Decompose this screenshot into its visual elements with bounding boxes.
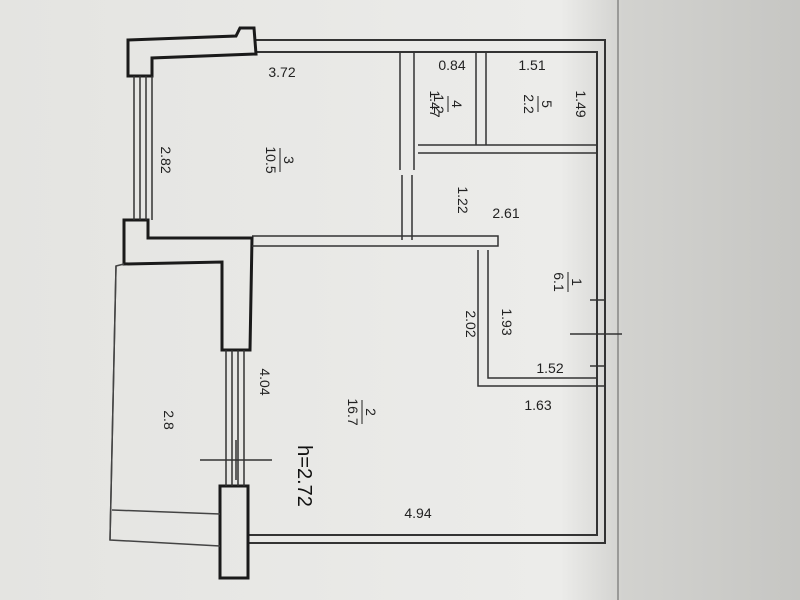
window-top xyxy=(133,76,153,220)
dim-2-02: 2.02 xyxy=(463,310,479,337)
room-number: 4 xyxy=(449,100,465,108)
room-number: 5 xyxy=(539,100,555,108)
window-bottom xyxy=(200,350,272,486)
room-area: 16.7 xyxy=(345,398,361,425)
dim-1-51: 1.51 xyxy=(518,57,545,73)
dim-1-47: 1.47 xyxy=(427,90,443,117)
outer-walls xyxy=(248,39,606,544)
room-5-label: 5 2.2 xyxy=(521,94,555,114)
room-2-label: 2 16.7 xyxy=(345,398,379,425)
room-number: 3 xyxy=(281,156,297,164)
top-left-column xyxy=(126,26,258,78)
dim-1-93: 1.93 xyxy=(499,308,515,335)
dim-1-49: 1.49 xyxy=(573,90,589,117)
dim-1-52: 1.52 xyxy=(536,360,563,376)
room-1-label: 1 6.1 xyxy=(551,272,585,292)
room-area: 10.5 xyxy=(263,146,279,173)
room-area: 1.2 xyxy=(431,94,447,114)
room-number: 1 xyxy=(569,278,585,286)
balcony-outline xyxy=(109,263,221,547)
room-3-label: 3 10.5 xyxy=(263,146,297,173)
ceiling-height-label: h=2.72 xyxy=(293,445,315,507)
middle-left-column xyxy=(122,218,254,352)
dim-4-04: 4.04 xyxy=(257,368,273,395)
room-area: 6.1 xyxy=(551,272,567,292)
interior-partitions xyxy=(252,52,622,387)
dim-1-22: 1.22 xyxy=(455,186,471,213)
balcony-area: 2.8 xyxy=(161,410,177,430)
dimension-labels: 3.72 0.84 1.51 1.47 1.49 2.82 1.22 2.61 … xyxy=(158,57,589,521)
room-area: 2.2 xyxy=(521,94,537,114)
dim-3-72: 3.72 xyxy=(268,64,295,80)
dim-1-63: 1.63 xyxy=(524,397,551,413)
dim-2-82: 2.82 xyxy=(158,146,174,173)
dim-0-84: 0.84 xyxy=(438,57,465,73)
room-4-label: 4 1.2 xyxy=(431,94,465,114)
room-number: 2 xyxy=(363,408,379,416)
dim-2-61: 2.61 xyxy=(492,205,519,221)
room-labels: 1 6.1 2 16.7 3 10.5 4 1.2 5 2.2 2.8 xyxy=(161,94,585,430)
dim-4-94: 4.94 xyxy=(404,505,431,521)
